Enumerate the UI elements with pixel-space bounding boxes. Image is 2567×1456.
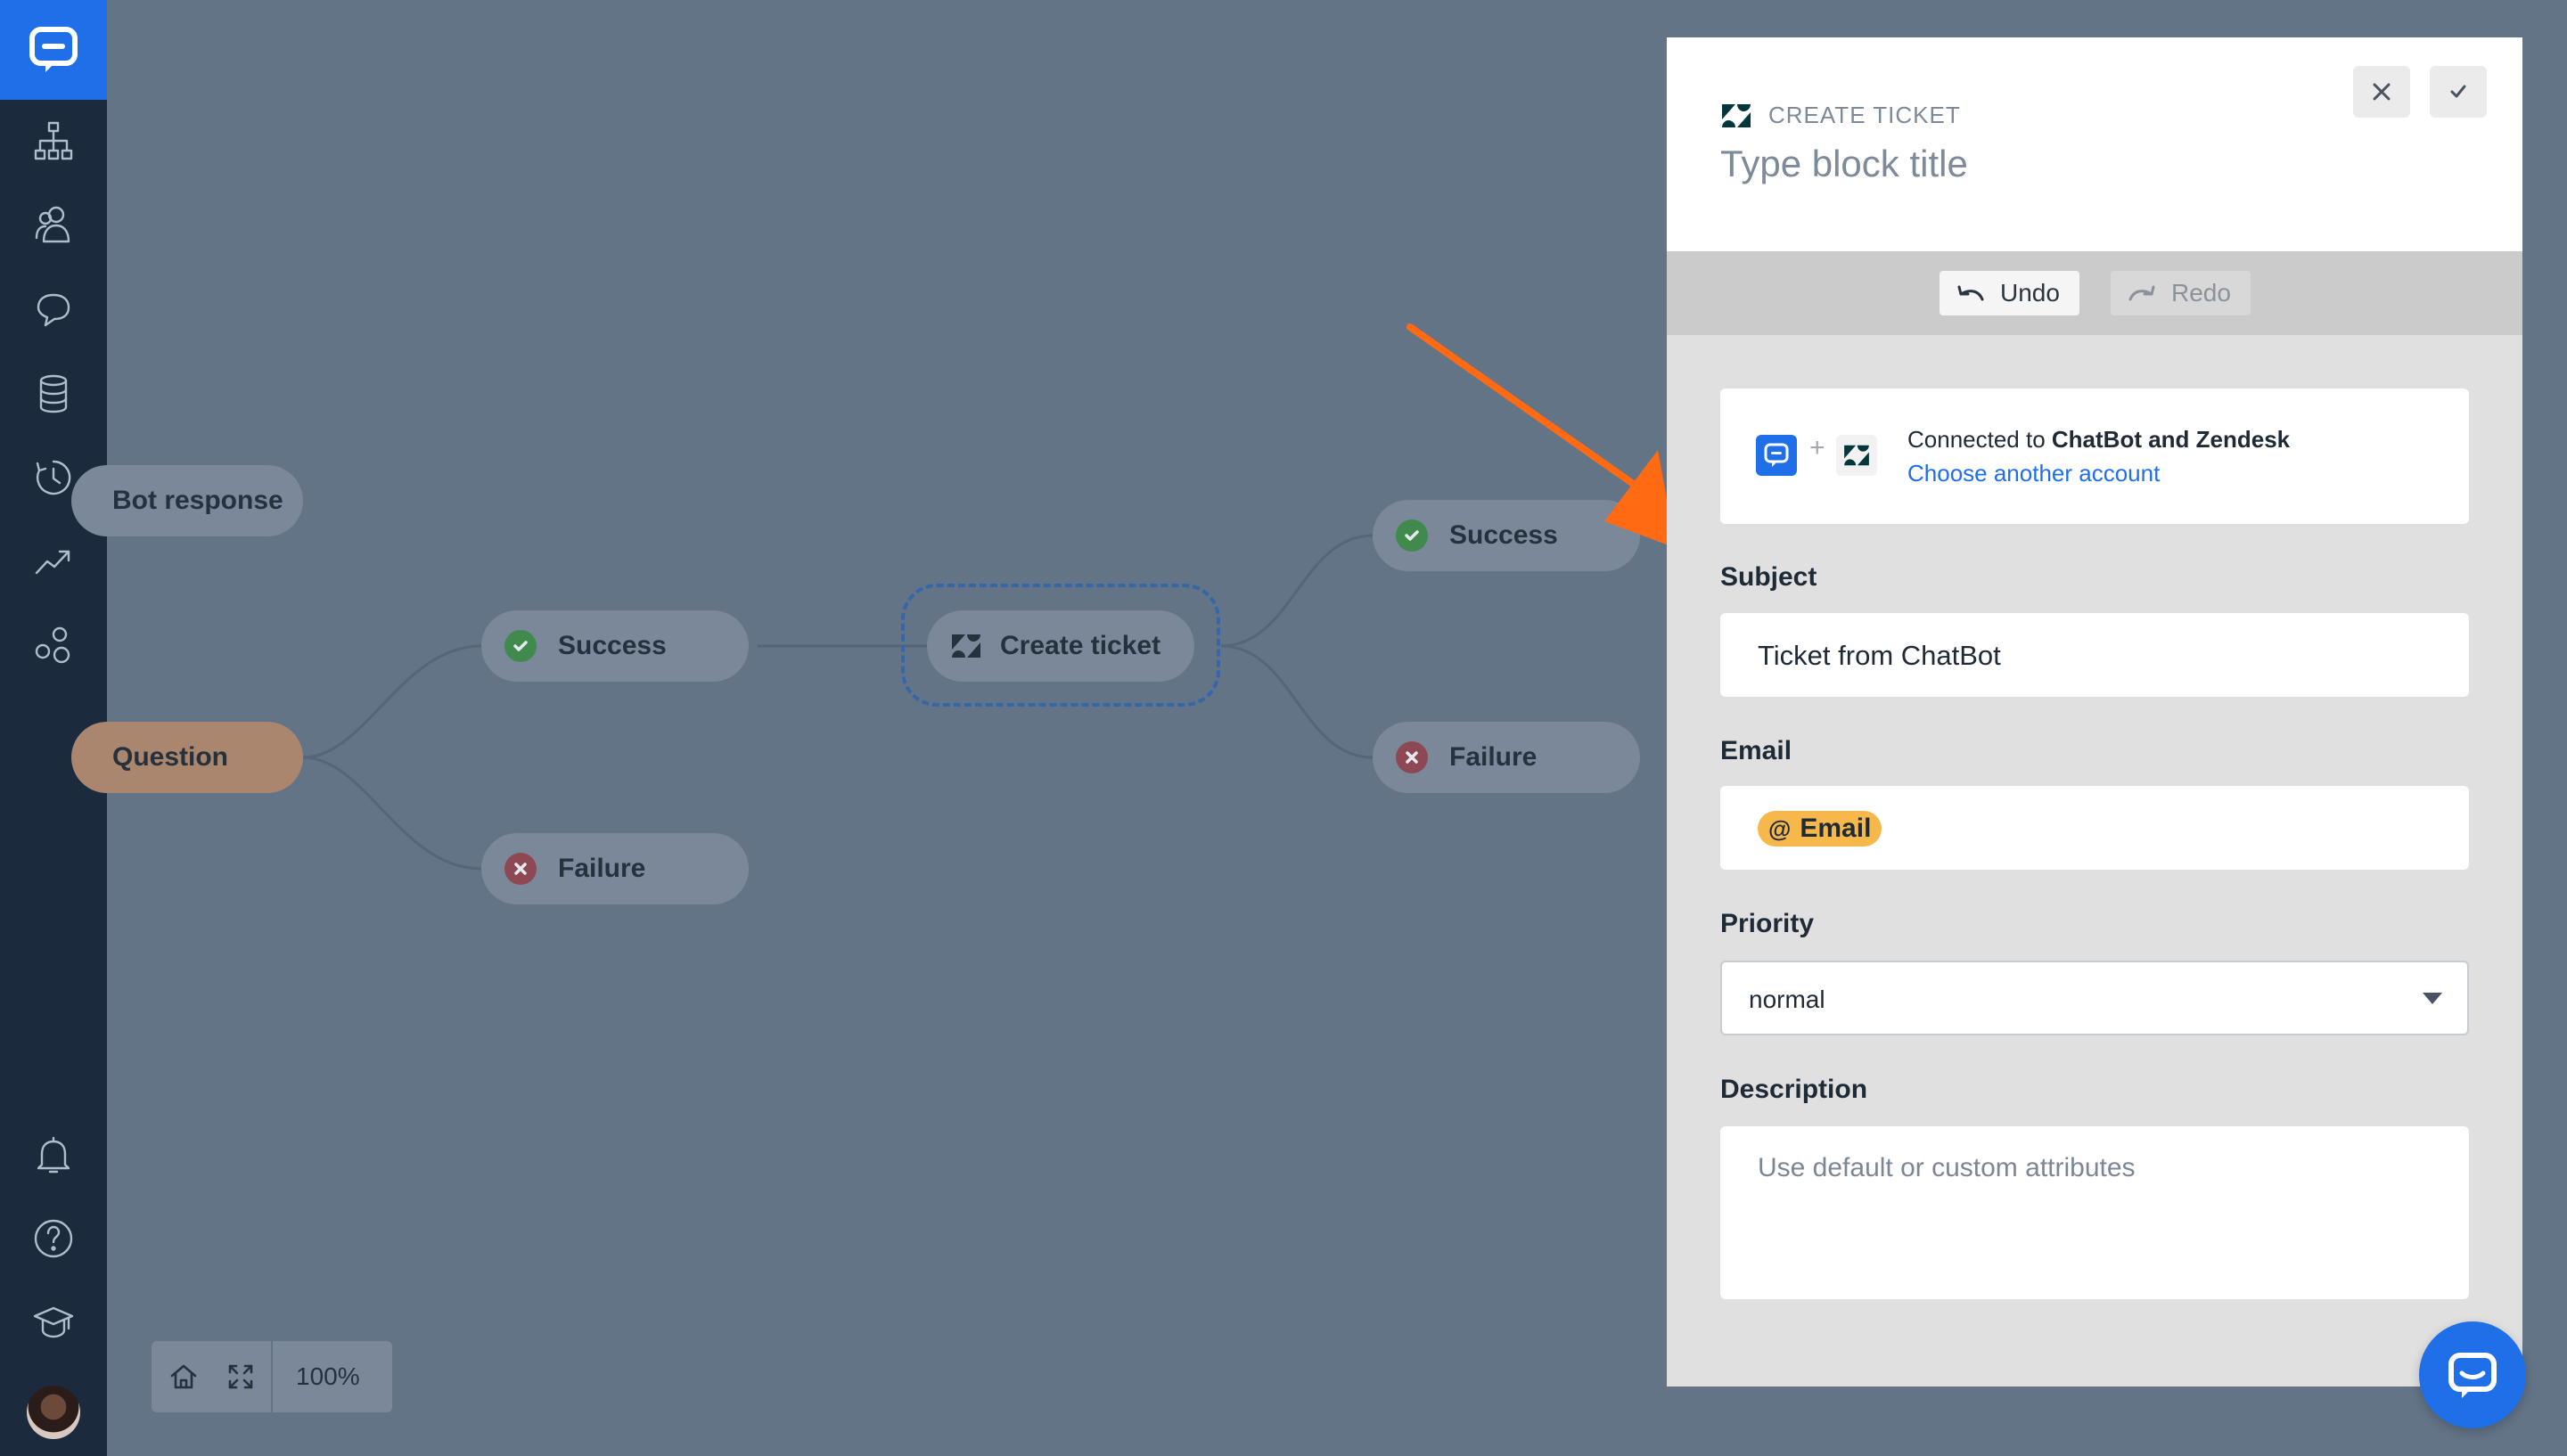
undo-button[interactable]: Undo [1940,271,2079,315]
node-failure[interactable]: Failure [1373,722,1640,793]
email-input[interactable]: @ Email [1720,786,2469,870]
bell-icon[interactable] [27,1128,80,1182]
block-type-label: CREATE TICKET [1768,102,1961,128]
zendesk-icon [950,633,982,659]
node-create-ticket[interactable]: Create ticket [927,610,1194,682]
block-title-input[interactable]: Type block title [1720,143,1968,184]
description-textarea[interactable]: Use default or custom attributes [1720,1126,2469,1299]
selected-node-outline [901,584,1220,707]
home-icon[interactable] [152,1341,216,1412]
database-icon[interactable] [27,367,80,421]
zoom-toolbar: 100% [152,1341,392,1412]
users-icon[interactable] [27,198,80,251]
node-label: Failure [558,854,646,883]
undo-icon [1957,285,1984,301]
chat-widget-button[interactable] [2419,1321,2526,1428]
choose-account-link[interactable]: Choose another account [1907,460,2161,487]
flow-canvas[interactable]: Bot response Question Success Failure Cr… [71,0,1667,1456]
at-icon: @ [1768,814,1792,842]
email-label: Email [1720,736,1792,765]
subject-value: Ticket from ChatBot [1758,640,2001,671]
node-success[interactable]: Success [1373,500,1640,571]
zoom-level: 100% [296,1362,360,1390]
integrations-icon[interactable] [27,618,80,672]
avatar[interactable] [27,1386,80,1439]
description-placeholder: Use default or custom attributes [1758,1153,2136,1182]
block-type: CREATE TICKET [1720,102,1961,129]
chevron-down-icon [2423,993,2442,1004]
subject-input[interactable]: Ticket from ChatBot [1720,613,2469,697]
divider [271,1341,273,1412]
flow-connections [302,534,1374,871]
node-label: Success [558,631,667,660]
node-label: Failure [1449,742,1538,772]
zendesk-icon [1722,103,1751,127]
redo-icon [2128,285,2155,301]
stories-tree-icon[interactable] [27,114,80,168]
node-failure[interactable]: Failure [481,833,749,904]
redo-button[interactable]: Redo [2111,271,2251,315]
subject-label: Subject [1720,562,1817,592]
plus-sign: + [1809,433,1825,462]
node-label: Bot response [112,486,283,515]
node-label: Success [1449,520,1558,550]
x-circle-icon [1396,741,1428,773]
annotation-arrow-icon [1407,323,1676,548]
panel-header: CREATE TICKET Type block title [1667,37,2522,251]
confirm-button[interactable] [2430,66,2487,118]
connection-prefix: Connected to [1907,426,2052,453]
chat-icon [2448,1353,2497,1398]
check-icon [2450,85,2466,98]
check-circle-icon [1396,519,1428,552]
node-success[interactable]: Success [481,610,749,682]
undo-label: Undo [2000,279,2060,307]
node-label: Question [112,742,229,772]
node-bot-response[interactable]: Bot response [71,465,303,536]
chatbot-logo-icon[interactable] [0,0,107,100]
email-attribute-pill[interactable]: @ Email [1758,811,1882,847]
priority-select[interactable]: normal [1720,961,2469,1035]
x-circle-icon [504,853,537,885]
close-button[interactable] [2353,66,2410,118]
chatbot-logo-icon [1756,435,1797,476]
node-question[interactable]: Question [71,722,303,793]
chat-bubble-icon[interactable] [27,283,80,337]
check-circle-icon [504,630,537,662]
connection-status: Connected to ChatBot and Zendesk [1907,426,2290,454]
email-attribute-label: Email [1800,814,1872,843]
history-icon[interactable] [27,451,80,504]
close-icon [2373,83,2391,101]
node-label: Create ticket [1000,631,1161,660]
academy-cap-icon[interactable] [27,1296,80,1349]
redo-label: Redo [2171,279,2231,307]
fit-screen-icon[interactable] [216,1341,266,1412]
connection-card: + Connected to ChatBot and Zendesk Choos… [1720,389,2469,524]
priority-label: Priority [1720,909,1815,938]
connection-account: ChatBot and Zendesk [2051,426,2291,453]
reports-trend-icon[interactable] [27,535,80,588]
zendesk-icon [1836,435,1877,476]
undo-redo-bar [1667,251,2522,335]
description-label: Description [1720,1075,1868,1104]
help-icon[interactable] [27,1212,80,1265]
priority-value: normal [1749,986,1825,1013]
create-ticket-panel: CREATE TICKET Type block title Undo Redo… [1667,37,2522,1386]
